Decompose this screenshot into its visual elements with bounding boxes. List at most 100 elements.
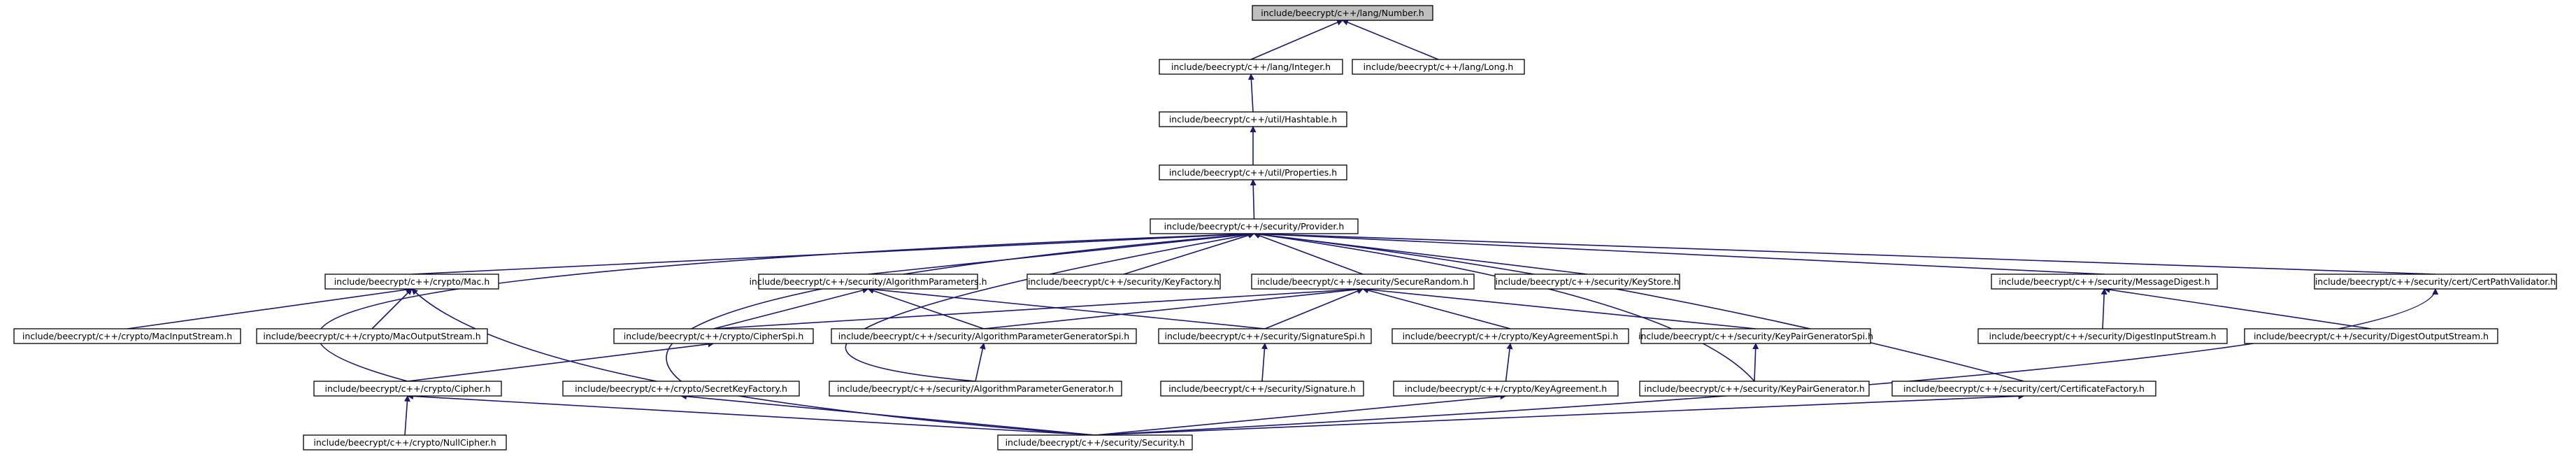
node-properties[interactable]: include/beecrypt/c++/util/Properties.h	[1159, 164, 1347, 180]
node-digestinputstream[interactable]: include/beecrypt/c++/security/DigestInpu…	[1977, 328, 2228, 344]
edge-messagedigest-to-provider	[1253, 230, 2105, 275]
node-box	[1158, 328, 1372, 344]
edge-certificatefactory-to-provider	[1253, 231, 2024, 382]
node-securerandom[interactable]: include/beecrypt/c++/security/SecureRand…	[1251, 274, 1475, 290]
edge-algparamgen-to-algparamgenspi	[975, 343, 986, 382]
node-keystore[interactable]: include/beecrypt/c++/security/KeyStore.h	[1494, 274, 1680, 290]
edge-security-to-certpathvalidator	[1094, 288, 2439, 436]
node-label: include/beecrypt/c++/security/MessageDig…	[1998, 276, 2210, 287]
node-cipherspi[interactable]: include/beecrypt/c++/crypto/CipherSpi.h	[613, 328, 814, 344]
node-keyagreementspi[interactable]: include/beecrypt/c++/crypto/KeyAgreement…	[1391, 328, 1629, 344]
node-box	[256, 328, 488, 344]
node-label: include/beecrypt/c++/util/Hashtable.h	[1169, 114, 1337, 125]
node-label: include/beecrypt/c++/security/DigestInpu…	[1989, 331, 2216, 341]
node-label: include/beecrypt/c++/crypto/Mac.h	[334, 276, 490, 287]
node-provider[interactable]: include/beecrypt/c++/security/Provider.h	[1150, 218, 1359, 234]
node-label: include/beecrypt/c++/security/Security.h	[1006, 437, 1185, 448]
node-box	[2244, 328, 2498, 344]
node-long[interactable]: include/beecrypt/c++/lang/Long.h	[1352, 59, 1525, 75]
node-signature[interactable]: include/beecrypt/c++/security/Signature.…	[1160, 381, 1364, 397]
node-box	[1352, 59, 1525, 75]
node-label: include/beecrypt/c++/security/SignatureS…	[1165, 331, 1366, 341]
node-nullcipher[interactable]: include/beecrypt/c++/crypto/NullCipher.h	[303, 434, 507, 451]
node-label: include/beecrypt/c++/security/AlgorithmP…	[749, 276, 987, 287]
node-label: include/beecrypt/c++/lang/Number.h	[1261, 8, 1424, 18]
edge-certpathvalidator-to-provider	[1253, 230, 2436, 275]
node-box	[1251, 274, 1475, 290]
node-label: include/beecrypt/c++/crypto/SecretKeyFac…	[575, 383, 787, 394]
node-algparams[interactable]: include/beecrypt/c++/security/AlgorithmP…	[749, 274, 987, 290]
node-box	[613, 328, 814, 344]
node-keyagreement[interactable]: include/beecrypt/c++/crypto/KeyAgreement…	[1393, 381, 1619, 397]
node-algparamgen[interactable]: include/beecrypt/c++/security/AlgorithmP…	[829, 381, 1122, 397]
node-certificatefactory[interactable]: include/beecrypt/c++/security/cert/Certi…	[1891, 381, 2156, 397]
node-macoutputstream[interactable]: include/beecrypt/c++/crypto/MacOutputStr…	[256, 328, 488, 344]
edge-securerandom-to-provider	[1253, 232, 1364, 275]
node-keypairgenspi[interactable]: include/beecrypt/c++/security/KeyPairGen…	[1638, 328, 1873, 344]
node-box	[13, 328, 241, 344]
node-label: include/beecrypt/c++/crypto/CipherSpi.h	[624, 331, 804, 341]
node-box	[758, 274, 978, 290]
node-box	[1891, 381, 2156, 397]
edge-keyagreement-to-keyagreementspi	[1505, 343, 1513, 382]
node-label: include/beecrypt/c++/crypto/NullCipher.h	[313, 437, 496, 448]
node-box	[1640, 328, 1871, 344]
edge-hashtable-to-integer	[1247, 73, 1254, 113]
node-box	[1159, 164, 1347, 180]
edge-digestinputstream-to-messagedigest	[2101, 288, 2108, 329]
node-label: include/beecrypt/c++/security/DigestOutp…	[2254, 331, 2489, 341]
node-macinputstream[interactable]: include/beecrypt/c++/crypto/MacInputStre…	[13, 328, 241, 344]
node-box	[1159, 111, 1347, 127]
node-box	[1160, 381, 1364, 397]
edge-algparams-to-provider	[868, 231, 1255, 275]
node-keyfactory[interactable]: include/beecrypt/c++/security/KeyFactory…	[1026, 274, 1221, 290]
edge-signaturespi-to-algparams	[867, 286, 1266, 329]
node-box	[1639, 381, 1870, 397]
node-box	[1393, 381, 1619, 397]
edge-signaturespi-to-securerandom	[1264, 288, 1364, 329]
edge-keyfactory-to-provider	[1123, 232, 1255, 275]
node-security[interactable]: include/beecrypt/c++/security/Security.h	[997, 434, 1193, 451]
edge-keypairgenerator-to-provider	[1253, 231, 1755, 382]
edge-cipher-to-cipherspi	[407, 341, 715, 382]
node-box	[562, 381, 800, 397]
node-box	[1026, 274, 1221, 290]
node-label: include/beecrypt/c++/util/Properties.h	[1169, 167, 1337, 178]
node-number[interactable]: include/beecrypt/c++/lang/Number.h	[1252, 5, 1433, 21]
edge-security-to-certificatefactory	[1094, 392, 2025, 436]
node-certpathvalidator[interactable]: include/beecrypt/c++/security/cert/CertP…	[2314, 274, 2557, 290]
node-label: include/beecrypt/c++/crypto/KeyAgreement…	[1405, 383, 1607, 394]
node-label: include/beecrypt/c++/crypto/MacOutputStr…	[263, 331, 480, 341]
node-keypairgenerator[interactable]: include/beecrypt/c++/security/KeyPairGen…	[1639, 381, 1870, 397]
node-label: include/beecrypt/c++/security/KeyStore.h	[1495, 276, 1679, 287]
node-cipher[interactable]: include/beecrypt/c++/crypto/Cipher.h	[313, 381, 502, 397]
node-box	[831, 328, 1137, 344]
node-secretkeyfactory[interactable]: include/beecrypt/c++/crypto/SecretKeyFac…	[562, 381, 800, 397]
node-label: include/beecrypt/c++/security/AlgorithmP…	[838, 331, 1129, 341]
node-label: include/beecrypt/c++/security/AlgorithmP…	[837, 383, 1114, 394]
node-integer[interactable]: include/beecrypt/c++/lang/Integer.h	[1159, 59, 1343, 75]
edge-keyagreementspi-to-securerandom	[1362, 287, 1511, 329]
node-messagedigest[interactable]: include/beecrypt/c++/security/MessageDig…	[1991, 274, 2218, 290]
edge-keypairgenspi-to-securerandom	[1362, 286, 1756, 329]
node-hashtable[interactable]: include/beecrypt/c++/util/Hashtable.h	[1159, 111, 1347, 127]
node-label: include/beecrypt/c++/lang/Long.h	[1364, 62, 1514, 72]
edge-cipher-to-provider	[317, 230, 1255, 382]
edge-macoutputstream-to-mac	[371, 288, 413, 329]
node-box	[1252, 5, 1433, 21]
node-label: include/beecrypt/c++/crypto/MacInputStre…	[22, 331, 232, 341]
node-label: include/beecrypt/c++/lang/Integer.h	[1171, 62, 1331, 72]
node-box	[1494, 274, 1680, 290]
node-signaturespi[interactable]: include/beecrypt/c++/security/SignatureS…	[1158, 328, 1372, 344]
node-box	[2314, 274, 2557, 290]
node-box	[1159, 59, 1343, 75]
node-label: include/beecrypt/c++/crypto/Cipher.h	[324, 383, 490, 394]
edge-integer-to-number	[1250, 20, 1343, 60]
node-mac[interactable]: include/beecrypt/c++/crypto/Mac.h	[324, 274, 499, 290]
node-algparamgenspi[interactable]: include/beecrypt/c++/security/AlgorithmP…	[831, 328, 1137, 344]
node-digestoutputstream[interactable]: include/beecrypt/c++/security/DigestOutp…	[2244, 328, 2498, 344]
edge-macinputstream-to-mac	[127, 286, 413, 329]
edge-cipherspi-to-algparams	[713, 287, 869, 329]
edge-security-to-keyagreement	[1094, 393, 1507, 436]
node-label: include/beecrypt/c++/security/KeyFactory…	[1028, 276, 1219, 287]
